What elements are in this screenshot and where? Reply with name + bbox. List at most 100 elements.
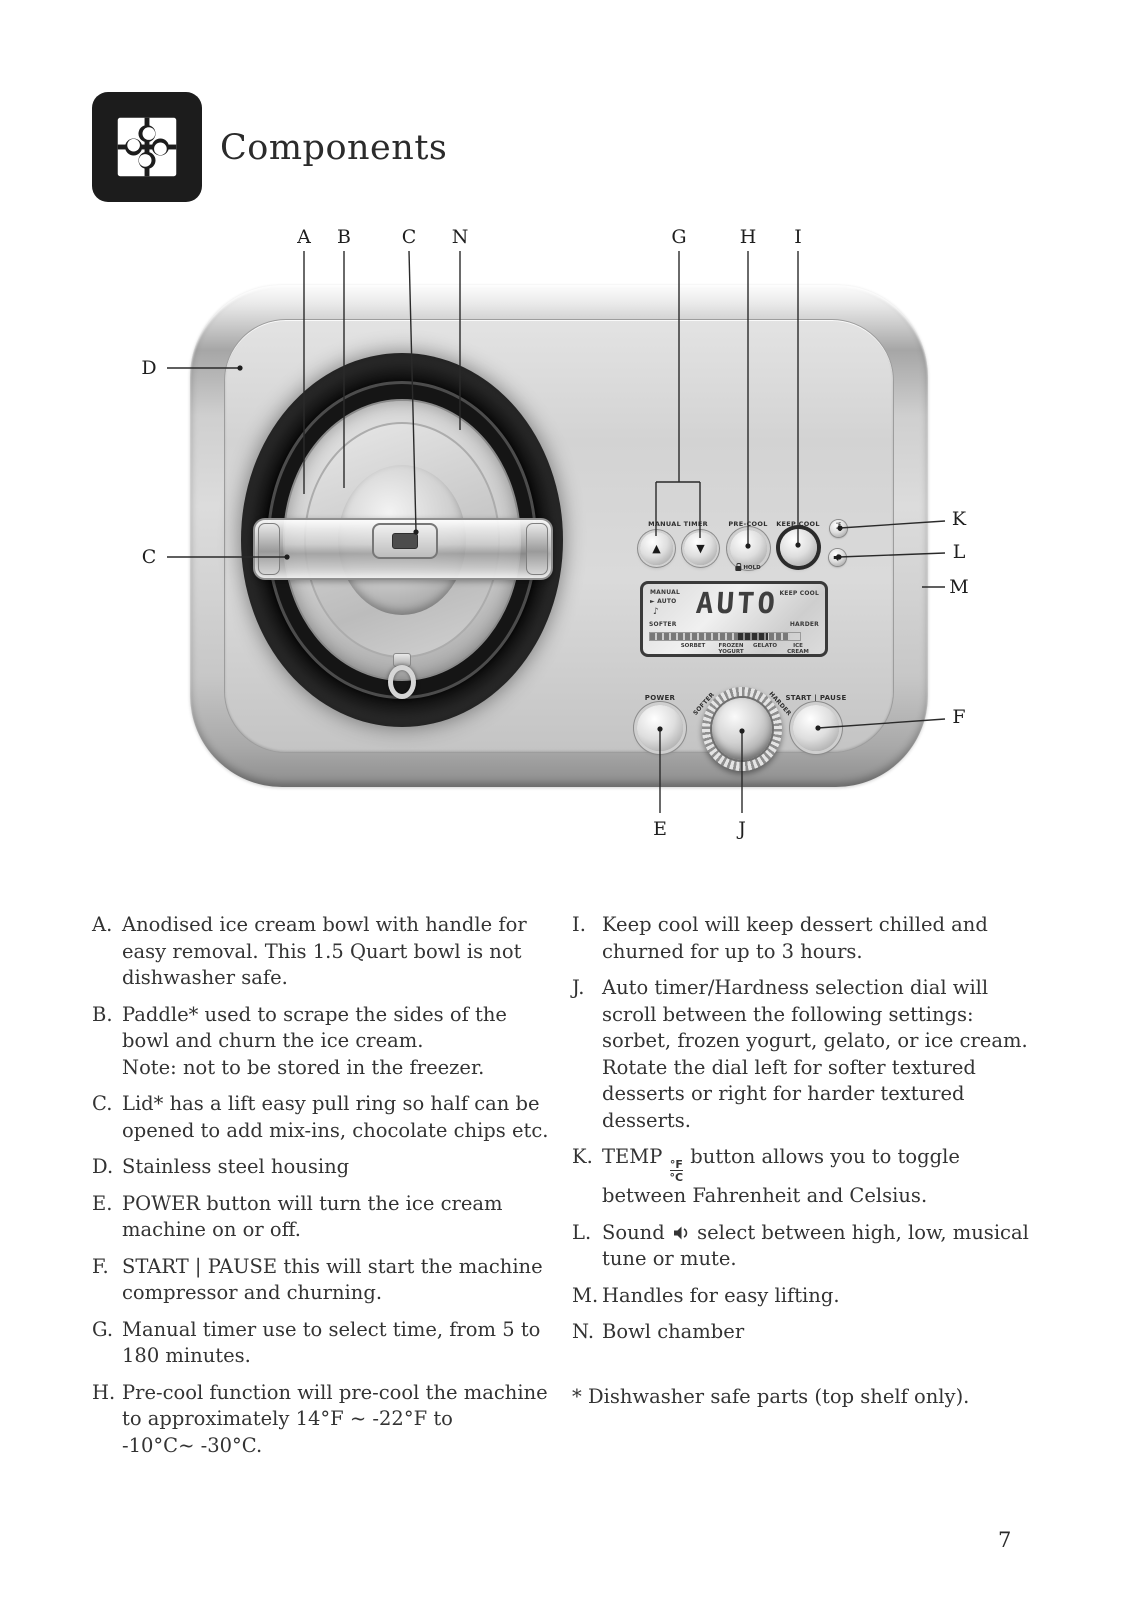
temp-f-icon: °F [835,522,842,528]
keepcool-button [780,529,817,566]
scale-label-sorbet: SORBET [680,643,706,649]
callout-e: E [653,818,667,840]
item-text: POWER button will turn the ice cream mac… [122,1191,503,1242]
callout-i: I [794,226,802,248]
speaker-icon [673,1226,688,1239]
item-text: Handles for easy lifting. [602,1283,840,1307]
callout-h: H [739,226,757,248]
item-text: Keep cool will keep dessert chilled and … [602,913,988,963]
manual-timer-label: MANUAL TIMER [648,520,708,528]
speaker-icon [833,553,841,562]
legend-item-j: J. Auto timer/Hardness selection dial wi… [572,975,1050,1134]
start-pause-label: START | PAUSE [785,694,847,702]
lock-icon [735,562,742,571]
scale-segments-selected [738,633,768,640]
hold-label: HOLD [735,562,761,571]
callout-a: A [297,226,311,248]
music-note-icon: ♪ [653,607,659,617]
hardness-scale-bar [649,632,801,641]
legend-item-h: H. Pre-cool function will pre-cool the m… [92,1380,554,1460]
machine-diagram: MANUAL TIMER PRE-COOL KEEP COOL ▲ ▼ HOLD… [141,226,969,840]
item-text: Anodised ice cream bowl with handle for … [122,913,527,989]
item-text: Manual timer use to select time, from 5 … [122,1317,541,1368]
scale-label-ice-cream: ICE CREAM [787,643,809,656]
puzzle-icon [92,92,202,202]
lcd-softer-label: SOFTER [649,621,677,628]
callout-g: G [671,226,687,248]
lid-latch-slot [392,533,418,549]
precool-label: PRE-COOL [728,520,768,528]
item-text: Bowl chamber [602,1320,745,1343]
legend-item-f: F. START | PAUSE this will start the mac… [92,1254,554,1307]
item-text: START | PAUSE this will start the machin… [122,1254,543,1305]
legend-item-e: E. POWER button will turn the ice cream … [92,1191,554,1244]
legend-item-i: I. Keep cool will keep dessert chilled a… [572,912,1050,965]
item-letter: K. [572,1145,593,1168]
sound-button [829,549,846,566]
lcd-display: MANUAL ► AUTO ♪ AUTO KEEP COOL SOFTER HA… [640,581,828,657]
dishwasher-footnote: * Dishwasher safe parts (top shelf only)… [572,1384,970,1408]
down-arrow-icon: ▼ [696,542,705,555]
callout-c-left: C [141,546,157,568]
hardness-dial [702,687,782,771]
item-letter: N. [572,1320,595,1343]
callout-l: L [952,541,966,563]
callout-j: J [738,818,746,840]
legend-item-c: C. Lid* has a lift easy pull ring so hal… [92,1091,554,1144]
item-letter: B. [92,1002,113,1026]
item-letter: G. [92,1317,114,1341]
power-label: POWER [644,694,676,702]
temp-toggle-button: °F °C [830,520,847,537]
item-text: Stainless steel housing [122,1155,350,1178]
callout-c-top: C [401,226,417,248]
item-text: Lid* has a lift easy pull ring so half c… [122,1092,549,1142]
legend-column-right: I. Keep cool will keep dessert chilled a… [572,912,1050,1408]
start-pause-button [793,705,839,751]
legend-column-left: A. Anodised ice cream bowl with handle f… [92,912,554,1469]
keepcool-label: KEEP COOL [776,520,820,528]
legend-item-k: K. TEMP °F°C button allows you to toggle… [572,1144,1050,1210]
legend-item-g: G. Manual timer use to select time, from… [92,1317,554,1370]
lcd-auto-indicator: ► AUTO [650,598,677,605]
item-text: Pre-cool function will pre-cool the mach… [122,1380,548,1457]
item-letter: I. [572,913,586,936]
callout-k: K [951,508,967,530]
lcd-harder-label: HARDER [789,621,819,628]
page-title: Components [220,128,448,168]
power-button [637,705,683,751]
callout-d: D [141,357,157,379]
legend-item-n: N. Bowl chamber [572,1319,1050,1346]
page-number: 7 [998,1528,1012,1552]
item-letter: J. [572,976,585,999]
scale-label-gelato: GELATO [752,643,778,649]
temp-f-c-icon: °F°C [669,1158,684,1184]
callout-b: B [337,226,351,248]
scale-segments [650,633,790,640]
item-text: TEMP °F°C button allows you to toggle be… [602,1145,960,1207]
timer-down-button: ▼ [684,532,717,565]
item-letter: L. [572,1220,592,1244]
item-letter: E. [92,1191,113,1215]
item-letter: D. [92,1155,114,1178]
item-letter: H. [92,1380,116,1404]
lcd-manual-label: MANUAL [650,589,680,596]
hardness-scale-labels: SORBET FROZEN YOGURT GELATO ICE CREAM [643,643,831,659]
legend-item-a: A. Anodised ice cream bowl with handle f… [92,912,554,992]
machine-body: MANUAL TIMER PRE-COOL KEEP COOL ▲ ▼ HOLD… [190,285,928,787]
item-text: Sound select between high, low, musical … [602,1220,1029,1271]
legend-item-b: B. Paddle* used to scrape the sides of t… [92,1002,554,1082]
legend-item-l: L. Sound select between high, low, music… [572,1220,1050,1273]
timer-up-button: ▲ [640,532,673,565]
callout-n: N [451,226,469,248]
item-letter: F. [92,1254,109,1278]
legend-item-m: M. Handles for easy lifting. [572,1283,1050,1310]
item-text: Paddle* used to scrape the sides of the … [122,1002,507,1079]
hardness-dial-knob [712,698,772,760]
precool-button [730,530,767,567]
item-letter: C. [92,1092,113,1115]
callout-m: M [949,576,969,598]
lid-pull-ring [388,665,416,699]
legend-item-d: D. Stainless steel housing [92,1154,554,1181]
puzzle-icon-graphic [117,117,177,177]
